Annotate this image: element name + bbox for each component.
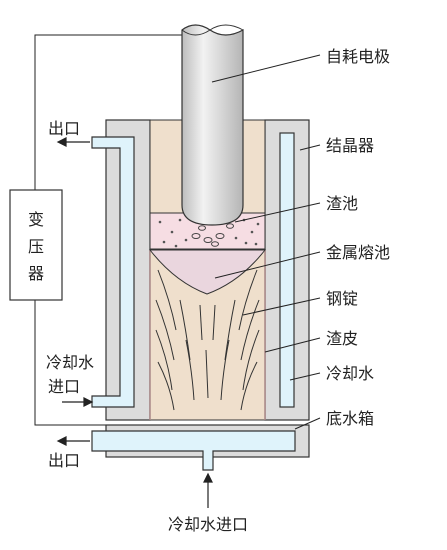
label-metal-pool: 金属熔池 [326, 243, 390, 262]
bottom-water-box [91, 424, 310, 471]
label-bottom-water-box: 底水箱 [326, 409, 374, 428]
slag-skin-layer [149, 250, 266, 420]
metal-pool [148, 249, 267, 295]
label-outlet-top: 出口 [48, 119, 80, 138]
label-bottom-inlet: 冷却水进口 [168, 515, 248, 534]
label-slag-pool: 渣池 [326, 194, 358, 213]
transformer-label-1: 变 [28, 210, 44, 229]
leader-lines [211, 54, 321, 430]
label-outlet-bottom: 出口 [48, 451, 80, 470]
label-cooling-inlet-line2: 进口 [48, 377, 80, 396]
transformer-label-3: 器 [28, 264, 44, 283]
consumable-electrode [181, 24, 244, 226]
right-water-channel [279, 132, 295, 408]
right-labels: 自耗电极 结晶器 渣池 金属熔池 钢锭 渣皮 冷却水 底水箱 [326, 47, 390, 428]
label-mold: 结晶器 [326, 136, 374, 155]
label-cooling-water: 冷却水 [326, 364, 374, 383]
transformer: 变 压 器 [9, 189, 63, 301]
left-labels: 出口 冷却水 进口 出口 [46, 119, 94, 470]
transformer-label-2: 压 [28, 237, 44, 256]
label-slag-skin: 渣皮 [326, 329, 358, 348]
left-water-channel [91, 136, 135, 408]
molten-droplets [191, 223, 234, 247]
flow-arrows [56, 137, 213, 508]
ingot-grain-lines [155, 269, 260, 411]
label-electrode: 自耗电极 [326, 47, 390, 66]
label-ingot: 钢锭 [326, 289, 358, 308]
label-cooling-inlet-line1: 冷却水 [46, 353, 94, 372]
transformer-wiring [34, 34, 205, 426]
